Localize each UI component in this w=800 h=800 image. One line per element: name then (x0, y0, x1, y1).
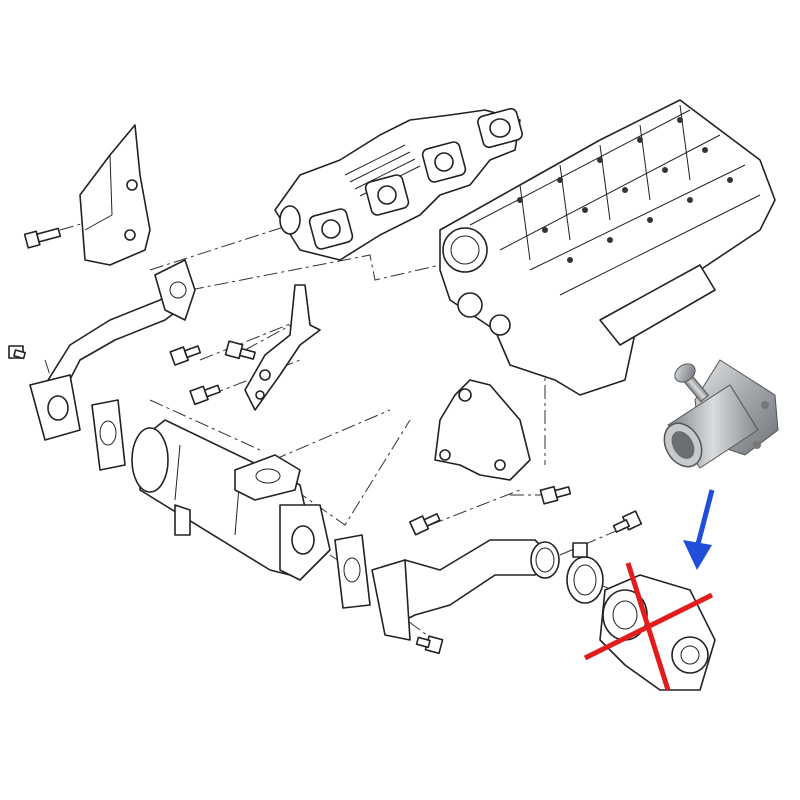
exhaust-manifold (274, 107, 523, 261)
bolts (8, 227, 643, 655)
egr-pipe-upper (29, 259, 196, 441)
egr-blanking-adapter (663, 359, 779, 469)
egr-pipe-lower (371, 539, 560, 641)
hose-clamp (566, 542, 604, 604)
manifold-support-bracket (244, 284, 321, 411)
egr-cooler (131, 419, 331, 581)
cylinder-head (439, 99, 776, 396)
support-bracket (434, 379, 531, 481)
heat-shield-bracket (79, 124, 151, 266)
egr-valve (599, 574, 716, 691)
removed-part-cross (583, 562, 714, 691)
gaskets (91, 399, 371, 609)
replacement-arrow-icon (683, 489, 715, 570)
